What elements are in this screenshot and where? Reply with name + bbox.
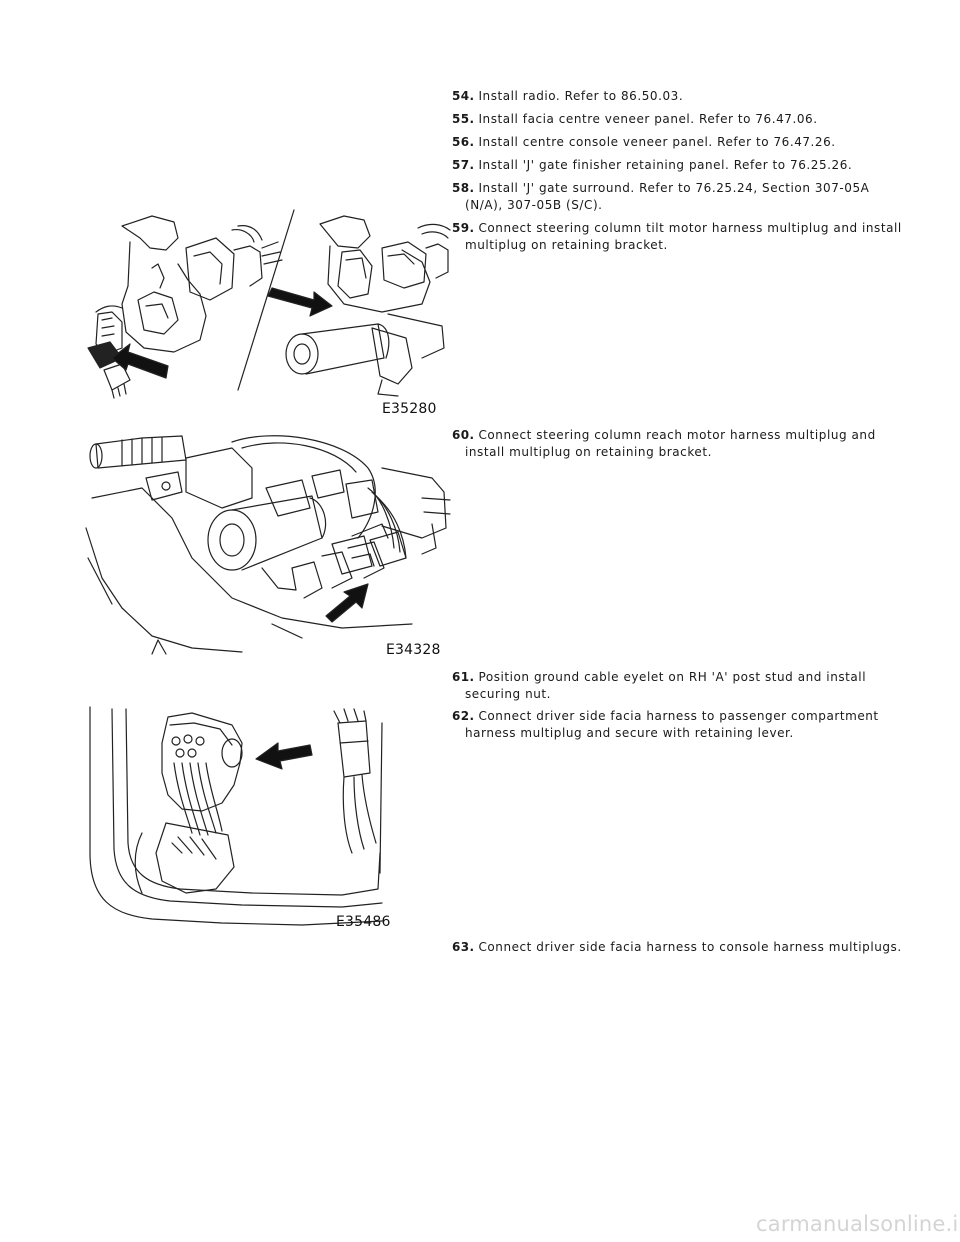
step-text: Install facia centre veneer panel. Refer… bbox=[478, 112, 818, 126]
step-text: Connect steering column tilt motor harne… bbox=[465, 221, 902, 252]
figure-tilt-motor-multiplug: E35280 bbox=[82, 208, 452, 418]
step-number: 59. bbox=[452, 221, 475, 235]
step-56: 56.Install centre console veneer panel. … bbox=[452, 134, 905, 151]
figure-facia-harness-multiplug: E35486 bbox=[82, 703, 402, 931]
step-62: 62.Connect driver side facia harness to … bbox=[452, 708, 905, 742]
step-63: 63.Connect driver side facia harness to … bbox=[452, 939, 905, 956]
step-54: 54.Install radio. Refer to 86.50.03. bbox=[452, 88, 905, 105]
step-text: Position ground cable eyelet on RH 'A' p… bbox=[465, 670, 867, 701]
step-text: Connect driver side facia harness to con… bbox=[478, 940, 902, 954]
step-text: Install radio. Refer to 86.50.03. bbox=[478, 89, 684, 103]
step-61: 61.Position ground cable eyelet on RH 'A… bbox=[452, 669, 905, 703]
step-number: 57. bbox=[452, 158, 475, 172]
step-number: 62. bbox=[452, 709, 475, 723]
step-58: 58.Install 'J' gate surround. Refer to 7… bbox=[452, 180, 905, 214]
step-number: 56. bbox=[452, 135, 475, 149]
step-text: Connect driver side facia harness to pas… bbox=[465, 709, 879, 740]
facia-harness-illustration bbox=[89, 706, 383, 926]
step-number: 54. bbox=[452, 89, 475, 103]
step-55: 55.Install facia centre veneer panel. Re… bbox=[452, 111, 905, 128]
figure-code: E35280 bbox=[382, 401, 437, 417]
step-number: 61. bbox=[452, 670, 475, 684]
step-text: Install 'J' gate surround. Refer to 76.2… bbox=[465, 181, 870, 212]
step-text: Connect steering column reach motor harn… bbox=[465, 428, 876, 459]
figure-reach-motor-multiplug: E34328 bbox=[82, 428, 452, 660]
reach-motor-illustration bbox=[85, 435, 451, 655]
step-60: 60.Connect steering column reach motor h… bbox=[452, 427, 905, 461]
figure-code: E34328 bbox=[386, 642, 441, 658]
watermark: carmanualsonline.info bbox=[756, 1212, 960, 1236]
step-text: Install 'J' gate finisher retaining pane… bbox=[478, 158, 853, 172]
step-number: 63. bbox=[452, 940, 475, 954]
step-59: 59.Connect steering column tilt motor ha… bbox=[452, 220, 905, 254]
step-57: 57.Install 'J' gate finisher retaining p… bbox=[452, 157, 905, 174]
step-text: Install centre console veneer panel. Ref… bbox=[478, 135, 836, 149]
step-number: 55. bbox=[452, 112, 475, 126]
tilt-motor-illustration bbox=[87, 209, 451, 399]
figure-code: E35486 bbox=[336, 914, 391, 930]
step-number: 60. bbox=[452, 428, 475, 442]
step-number: 58. bbox=[452, 181, 475, 195]
